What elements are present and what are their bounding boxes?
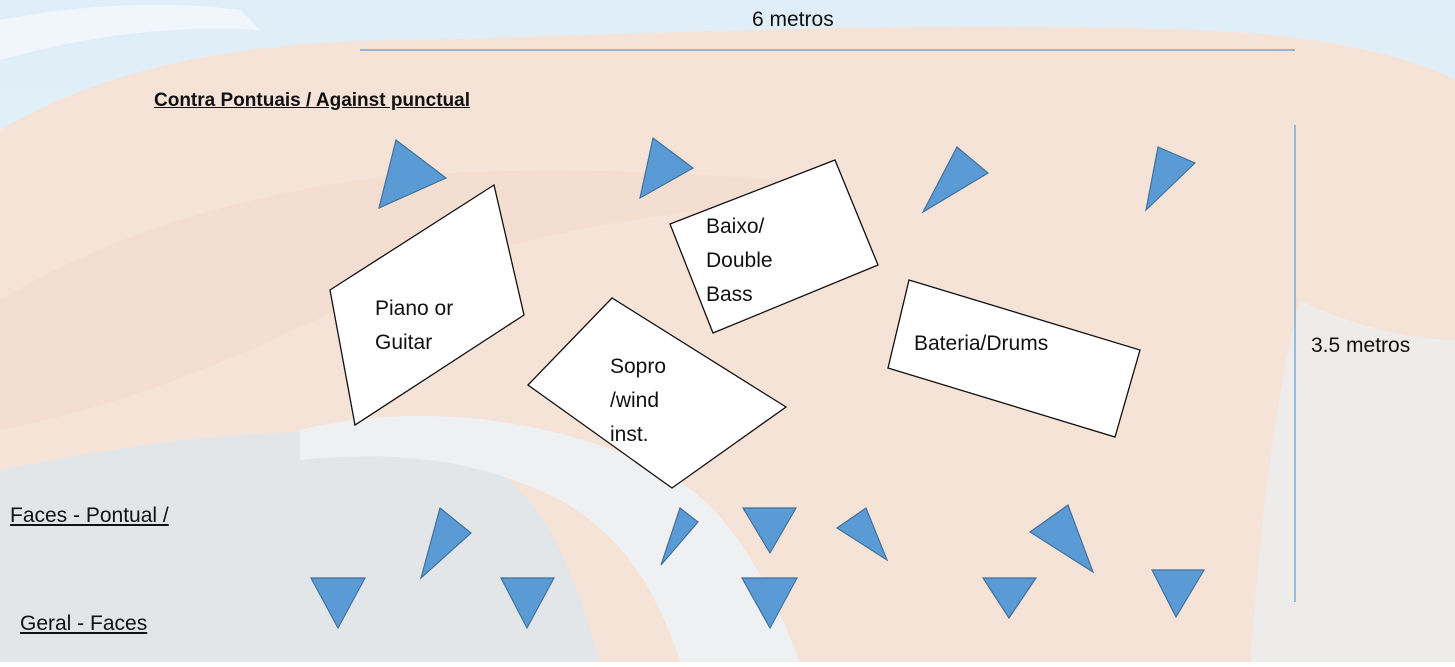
background-cloud [0,4,260,60]
front-light-icon [660,507,699,566]
front-light-icon [835,507,889,562]
general-light-icon [981,577,1038,620]
bass-label: Baixo/ Double Bass [706,215,773,302]
front-light-icon [419,506,472,580]
general-label: Geral - Faces [20,612,148,635]
general-light-icon [500,577,556,630]
bass-box [669,159,879,334]
general-light-icon [1151,569,1206,619]
general-light-icon [309,577,367,630]
back-light-icon [1145,146,1197,212]
width-label: 6 metros [752,8,834,31]
background-sea [1250,300,1455,662]
piano-box [329,183,525,427]
general-light-icon [740,577,799,630]
depth-label: 3.5 metros [1311,334,1411,357]
background-rock [0,431,600,662]
drums-box [887,279,1141,438]
back-light-icon [378,138,448,210]
front-row-label: Faces - Pontual / [10,504,169,527]
front-light-icon [741,507,798,555]
back-light-icon [639,136,695,200]
background-wave [0,170,820,430]
wind-box [527,297,788,489]
back-row-label: Contra Pontuais / Against punctual [154,90,470,111]
drums-label: Bateria/Drums [914,332,1049,355]
piano-label: Piano or Guitar [375,297,454,354]
background-road [300,415,800,662]
wind-label: Sopro /wind inst. [610,355,667,446]
front-light-icon [1028,504,1095,574]
back-light-icon [921,146,990,214]
